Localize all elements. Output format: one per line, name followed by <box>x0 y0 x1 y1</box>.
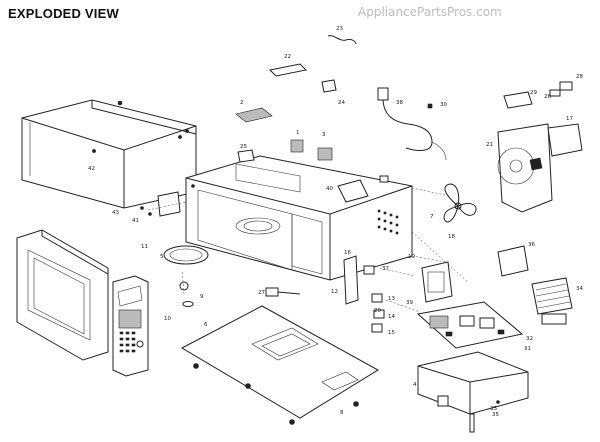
callout-38: 38 <box>396 100 403 106</box>
callout-29: 29 <box>530 90 537 96</box>
page-title: EXPLODED VIEW <box>8 6 119 21</box>
callout-31: 31 <box>524 346 531 352</box>
callout-11: 11 <box>141 244 148 250</box>
callout-26: 26 <box>544 94 551 100</box>
callout-18: 18 <box>448 234 455 240</box>
callout-42: 42 <box>88 166 95 172</box>
door-assembly <box>16 229 109 361</box>
watermark: AppliancePartsPros.com <box>358 5 502 19</box>
power-cord <box>377 87 447 161</box>
control-panel <box>112 275 149 377</box>
callout-36: 36 <box>528 242 535 248</box>
callout-12: 12 <box>331 289 338 295</box>
transformer <box>531 277 573 325</box>
cabinet-bracket <box>140 191 181 217</box>
callout-19: 19 <box>408 254 415 260</box>
callout-21: 21 <box>486 142 493 148</box>
callout-numbers: 1 2 3 4 5 6 7 8 9 10 11 12 13 14 15 16 1… <box>88 26 583 418</box>
callout-8: 8 <box>340 410 344 416</box>
magnetron <box>421 261 453 303</box>
bracket <box>497 245 529 277</box>
callout-17: 17 <box>566 116 573 122</box>
oven-cavity <box>185 155 413 281</box>
callout-1: 1 <box>296 130 300 136</box>
callout-40: 40 <box>326 186 333 192</box>
bottom-plate <box>180 305 379 425</box>
callout-9: 9 <box>200 294 204 300</box>
callout-20: 20 <box>374 308 381 314</box>
base-tray <box>417 351 529 433</box>
circuit-board <box>416 301 524 349</box>
top-parts <box>235 35 357 163</box>
callout-5: 5 <box>160 254 164 260</box>
callout-41: 41 <box>132 218 139 224</box>
callout-34: 34 <box>576 286 583 292</box>
callout-16: 16 <box>344 250 351 256</box>
callout-25: 25 <box>240 144 247 150</box>
callout-35: 35 <box>492 412 499 418</box>
callout-6: 6 <box>204 322 208 328</box>
callout-10: 10 <box>164 316 171 322</box>
callout-37: 37 <box>382 266 389 272</box>
fan-assembly <box>443 81 583 223</box>
callout-24: 24 <box>338 100 345 106</box>
callout-4: 4 <box>413 382 417 388</box>
callout-15: 15 <box>388 330 395 336</box>
door-switches <box>265 175 389 333</box>
callout-3: 3 <box>322 132 326 138</box>
callout-7: 7 <box>430 214 434 220</box>
callout-28: 28 <box>576 74 583 80</box>
callout-30: 30 <box>440 102 447 108</box>
callout-43: 43 <box>112 210 119 216</box>
callout-22: 22 <box>284 54 291 60</box>
callout-33: 33 <box>490 406 497 412</box>
leader-lines <box>147 187 469 313</box>
callout-23: 23 <box>336 26 343 32</box>
callout-14: 14 <box>388 314 395 320</box>
callout-32: 32 <box>526 336 533 342</box>
callout-2: 2 <box>240 100 244 106</box>
turntable-ring <box>163 245 209 307</box>
callout-27: 27 <box>258 290 265 296</box>
outer-cabinet <box>21 99 197 209</box>
callout-13: 13 <box>388 296 395 302</box>
callout-39: 39 <box>406 300 413 306</box>
